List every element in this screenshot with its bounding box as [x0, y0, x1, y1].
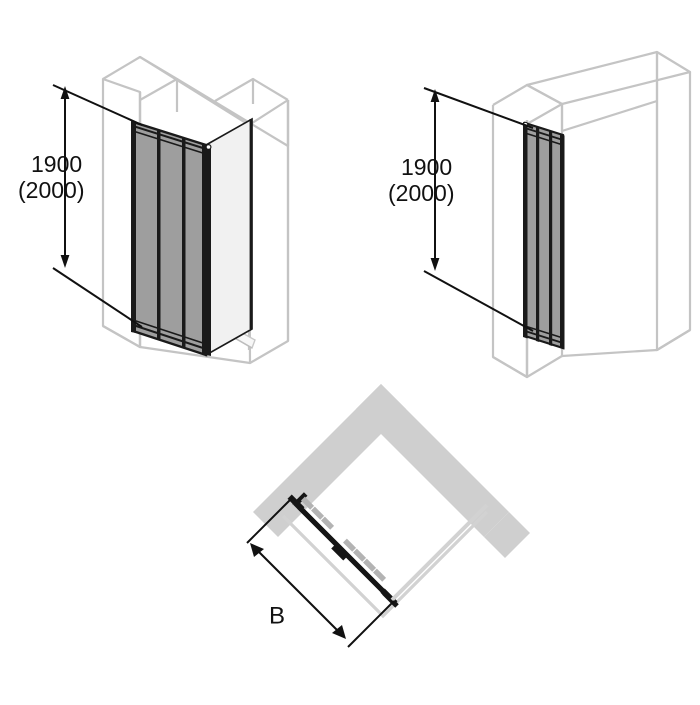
folding-door-assembly-niche — [522, 121, 565, 350]
dimension-extension-line-bottom — [52, 267, 143, 328]
door-panel-divider-2 — [182, 138, 186, 348]
folding-door-assembly — [131, 120, 208, 357]
plan-door-leaf-2 — [339, 547, 391, 599]
plan-folding-door — [287, 492, 399, 608]
view-niche-recess: 1900 (2000) — [388, 50, 692, 379]
dimension-line — [254, 547, 342, 635]
door-panel-divider-1 — [536, 126, 540, 342]
dimension-extension-line-top — [423, 87, 534, 129]
door-closing-stile — [202, 144, 207, 356]
plan-fixed-side-panel — [390, 503, 489, 602]
door-glass — [133, 122, 206, 355]
height-dimension-primary-label: 1900 — [31, 151, 82, 177]
door-closing-stile — [560, 134, 565, 350]
plan-door-jamb-end — [382, 591, 399, 608]
view-corner-entry: 1900 (2000) — [18, 55, 290, 365]
corner-post — [205, 144, 212, 356]
view-plan: B — [246, 384, 530, 648]
plan-door-mid-post — [331, 544, 348, 561]
door-panel-divider-1 — [157, 130, 161, 340]
dimension-arrow-top — [430, 89, 440, 102]
plan-door-panel-2 — [342, 538, 387, 582]
dimension-extension-line-start — [246, 496, 294, 544]
dimension-arrow-bottom — [60, 255, 70, 268]
plan-tray-outline — [281, 510, 489, 619]
dimension-extension-line-end — [347, 600, 395, 648]
door-hinge-stile — [523, 122, 528, 339]
height-dimension-alternate-label: (2000) — [18, 177, 84, 203]
plan-door-panel-1 — [300, 496, 335, 530]
dimension-arrow-end — [332, 625, 346, 639]
height-dimension-niche: 1900 (2000) — [388, 87, 534, 332]
height-dimension-alternate-label: (2000) — [388, 180, 454, 206]
width-dimension-plan: B — [246, 496, 395, 648]
plan-wall-return — [484, 512, 530, 558]
plan-door-leaf-1 — [297, 505, 343, 551]
dimension-arrow-start — [250, 543, 264, 557]
dimension-extension-line-bottom — [423, 270, 534, 332]
height-dimension-corner: 1900 (2000) — [18, 84, 143, 328]
corner-post-cap — [205, 144, 212, 151]
dimension-extension-line-top — [52, 84, 143, 126]
dimension-arrow-top — [60, 86, 70, 99]
door-hinge-stile — [131, 121, 136, 333]
width-dimension-label: B — [269, 602, 285, 629]
height-dimension-primary-label: 1900 — [401, 154, 452, 180]
door-panel-divider-2 — [549, 130, 553, 346]
dimension-arrow-bottom — [430, 258, 440, 271]
door-glass — [525, 123, 563, 348]
plan-wall-right — [356, 384, 509, 537]
